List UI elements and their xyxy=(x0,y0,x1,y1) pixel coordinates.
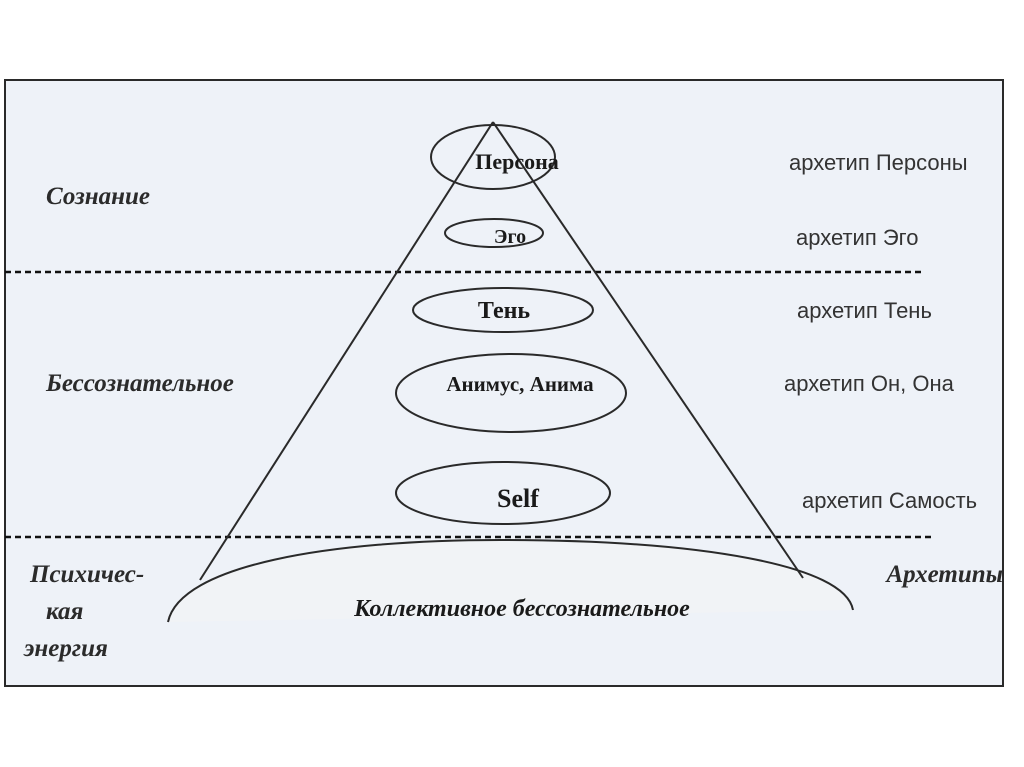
zone-unconscious-label: Бессознательное xyxy=(45,370,234,397)
self-ellipse xyxy=(395,461,611,525)
persona-label: Персона xyxy=(475,149,559,174)
collective-unconscious-dome xyxy=(167,538,854,623)
animus-anima-ellipse xyxy=(395,353,627,433)
archetype-animus-anima-label: архетип Он, Она xyxy=(784,371,955,396)
archetype-persona-label: архетип Персоны xyxy=(789,150,968,175)
animus-anima-label: Анимус, Анима xyxy=(446,372,594,396)
collective-unconscious-label: Коллективное бессознательное xyxy=(353,596,690,622)
pyramid-left-edge xyxy=(199,121,494,581)
ego-ellipse xyxy=(444,218,544,248)
shadow-label: Тень xyxy=(478,298,531,324)
archetype-ego-label: архетип Эго xyxy=(796,225,918,250)
archetype-shadow-label: архетип Тень xyxy=(797,298,932,323)
zone-archetypes-label: Архетипы xyxy=(884,561,1003,588)
persona-ellipse xyxy=(430,124,556,190)
ego-label: Эго xyxy=(494,226,526,248)
zone-psychic-energy-line3: энергия xyxy=(23,635,108,662)
self-label: Self xyxy=(497,484,539,513)
zone-psychic-energy-line2: кая xyxy=(46,598,84,625)
shadow-ellipse xyxy=(412,287,594,333)
archetype-self-label: архетип Самость xyxy=(802,488,977,513)
pyramid-right-edge xyxy=(492,121,804,579)
zone-consciousness-label: Сознание xyxy=(46,183,150,210)
zone-psychic-energy-line1: Психичес- xyxy=(29,561,144,588)
